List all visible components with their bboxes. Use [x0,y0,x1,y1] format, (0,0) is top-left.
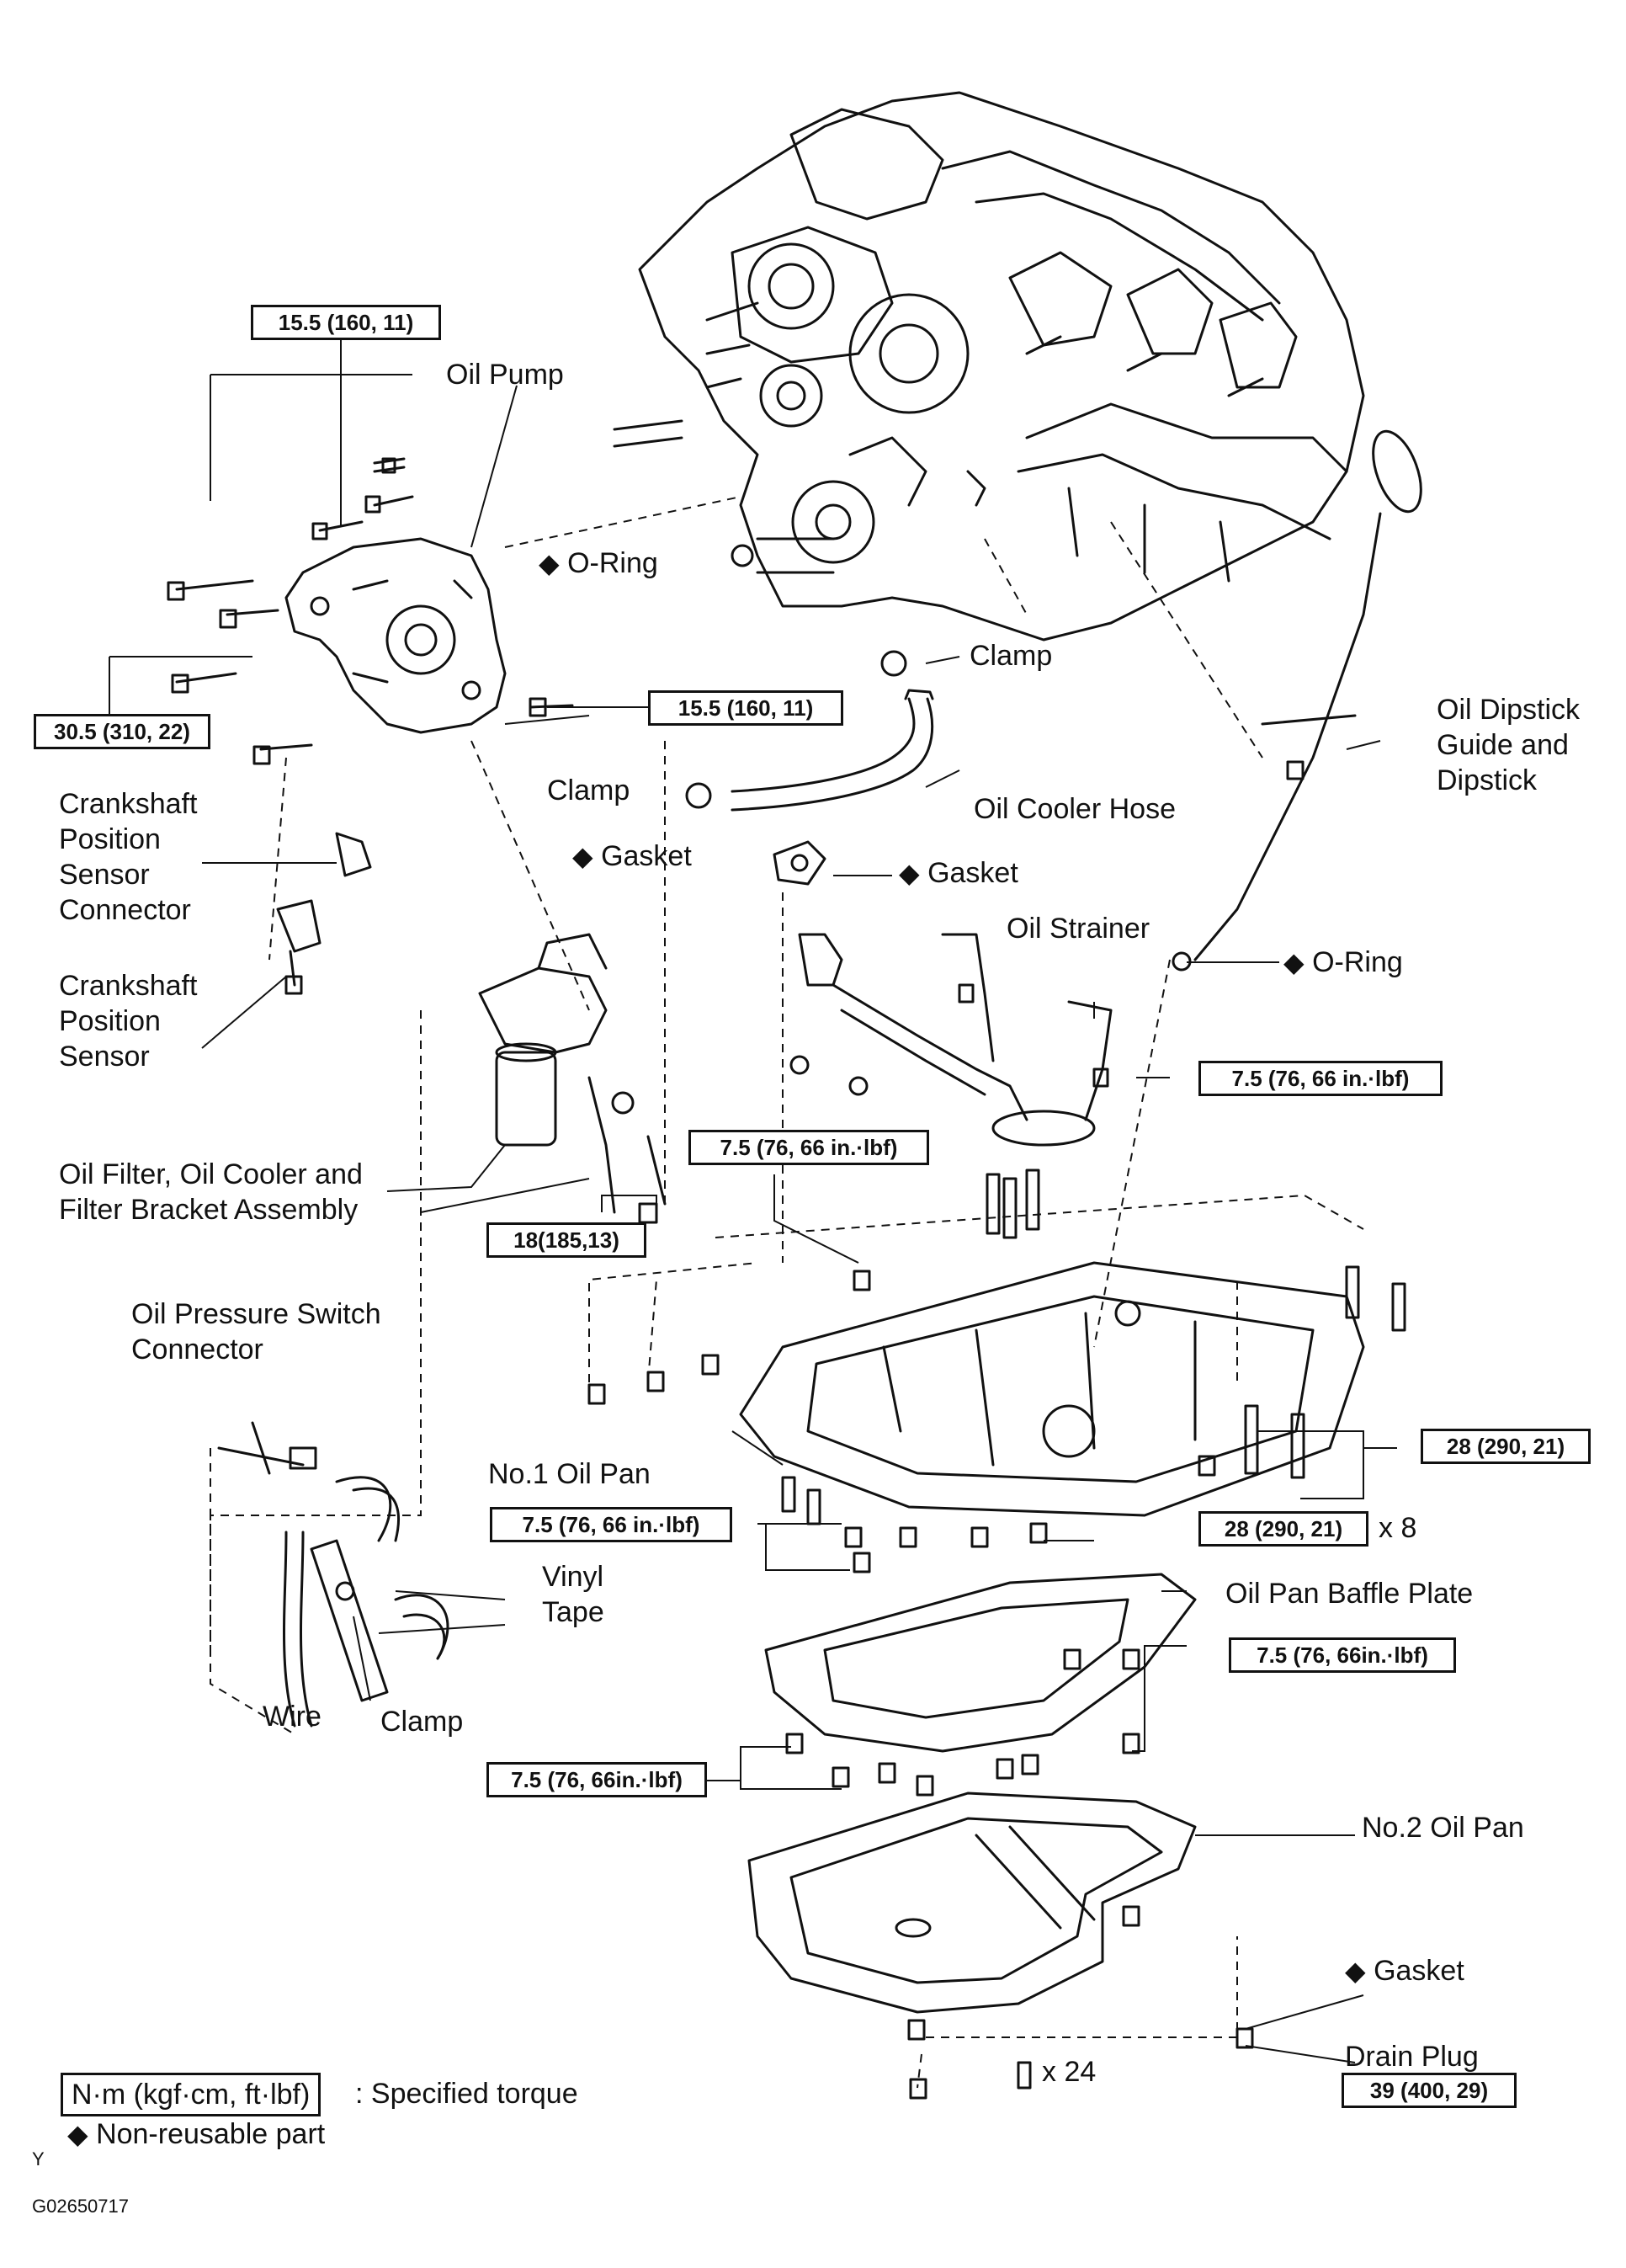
diamond-icon: ◆ [67,2119,88,2149]
oil-cooler-hose-illustration [685,650,934,812]
of-line-1: Oil Filter, Oil Cooler and [59,1158,363,1190]
oil-strainer-illustration [773,840,1113,1147]
ops-line-2: Connector [131,1334,263,1366]
bolts-oil-pump [167,457,574,765]
label-baffle-plate: Oil Pan Baffle Plate [1225,1578,1474,1610]
footer-y-mark: Y [32,2148,45,2170]
dipstick-line-1: Oil Dipstick [1437,694,1581,726]
diamond-icon: ◆ [899,858,920,888]
diamond-icon: ◆ [1345,1956,1366,1986]
leader-lines [109,324,1397,2063]
cs-line-2: Position [59,1005,161,1037]
wire-clamp-illustration [217,1421,449,1728]
torque-box-pan-left: 7.5 (76, 66 in.·lbf) [490,1507,732,1542]
label-oil-pump: Oil Pump [446,359,564,391]
diamond-icon: ◆ [539,548,560,578]
label-clamp-bottom: Clamp [380,1706,464,1738]
legend-unit-box: N·m (kgf·cm, ft·lbf) [61,2073,321,2116]
label-clamp-top: Clamp [970,640,1053,672]
label-drain-plug: Drain Plug [1345,2041,1479,2073]
label-gasket-right: ◆ Gasket [899,855,1018,891]
gasket-left-text: Gasket [601,840,692,872]
torque-box-baffle-left: 7.5 (76, 66in.·lbf) [486,1762,707,1797]
crankshaft-sensor-illustration [276,832,372,995]
csc-line-4: Connector [59,894,191,926]
baffle-plate-illustration [764,1573,1197,1797]
csc-line-1: Crankshaft [59,788,198,820]
no2-oil-pan-illustration [747,1792,1254,2100]
torque-box-drain-plug: 39 (400, 29) [1342,2073,1517,2108]
label-oil-filter: Oil Filter, Oil Cooler and Filter Bracke… [59,1157,363,1227]
label-wire: Wire [263,1701,321,1733]
legend-unit-text: : Specified torque [355,2078,578,2110]
oil-pump-illustration [284,537,507,734]
label-gasket-left: ◆ Gasket [572,839,692,874]
of-line-2: Filter Bracket Assembly [59,1194,359,1226]
engine-illustration [613,91,1365,642]
o-ring-text: O-Ring [567,547,658,579]
diamond-icon: ◆ [572,841,593,871]
torque-box-pan-right: 28 (290, 21) [1421,1429,1591,1464]
dipstick-line-2: Guide and [1437,729,1569,761]
torque-box-oil-pump-top: 15.5 (160, 11) [251,305,441,340]
label-o-ring-top: ◆ O-Ring [539,546,658,581]
csc-line-3: Sensor [59,859,150,891]
oil-filter-illustration [478,933,667,1224]
label-gasket-drain: ◆ Gasket [1345,1953,1464,1988]
label-oil-pressure-switch: Oil Pressure Switch Connector [131,1296,381,1367]
vt-line-2: Tape [542,1596,604,1628]
no1-oil-pan-illustration [739,1261,1365,1517]
dipstick-line-3: Dipstick [1437,764,1538,796]
legend-nonreusable: ◆ Non-reusable part [67,2116,325,2152]
cs-line-3: Sensor [59,1041,150,1073]
figure-code: G02650717 [32,2196,129,2217]
cs-line-1: Crankshaft [59,970,198,1002]
no1-pan-bolts [587,1169,1406,1573]
label-crankshaft-sensor: Crankshaft Position Sensor [59,968,197,1074]
label-oil-strainer: Oil Strainer [1007,913,1150,945]
ops-line-1: Oil Pressure Switch [131,1298,381,1330]
dashed-guides [210,496,1364,2089]
nonreusable-text: Non-reusable part [96,2118,326,2150]
label-vinyl-tape: Vinyl Tape [542,1559,604,1630]
label-no2-oil-pan: No.2 Oil Pan [1362,1812,1524,1844]
vt-line-1: Vinyl [542,1561,604,1593]
o-ring-right-text: O-Ring [1312,946,1403,978]
label-oil-cooler-hose: Oil Cooler Hose [974,793,1176,825]
label-oil-dipstick: Oil Dipstick Guide and Dipstick [1437,692,1580,798]
torque-box-strainer-right: 7.5 (76, 66 in.·lbf) [1198,1061,1443,1096]
label-no1-oil-pan: No.1 Oil Pan [488,1458,651,1490]
label-o-ring-right: ◆ O-Ring [1283,945,1403,980]
gasket-right-text: Gasket [927,857,1018,889]
diamond-icon: ◆ [1283,947,1305,977]
gasket-drain-text: Gasket [1374,1955,1464,1987]
torque-box-pump-left: 30.5 (310, 22) [34,714,210,749]
oil-dipstick-illustration [1172,429,1422,972]
torque-box-baffle-right: 7.5 (76, 66in.·lbf) [1229,1637,1456,1673]
torque-box-filter-bolts: 18(185,13) [486,1222,646,1258]
torque-box-pan-bottom: 28 (290, 21) [1198,1511,1368,1547]
label-crankshaft-sensor-connector: Crankshaft Position Sensor Connector [59,786,197,928]
torque-box-strainer-left: 7.5 (76, 66 in.·lbf) [688,1130,929,1165]
torque-box-pump-right: 15.5 (160, 11) [648,690,843,726]
label-x24: x 24 [1042,2056,1097,2088]
label-clamp-mid: Clamp [547,775,630,807]
csc-line-2: Position [59,823,161,855]
label-x8: x 8 [1379,1512,1417,1544]
